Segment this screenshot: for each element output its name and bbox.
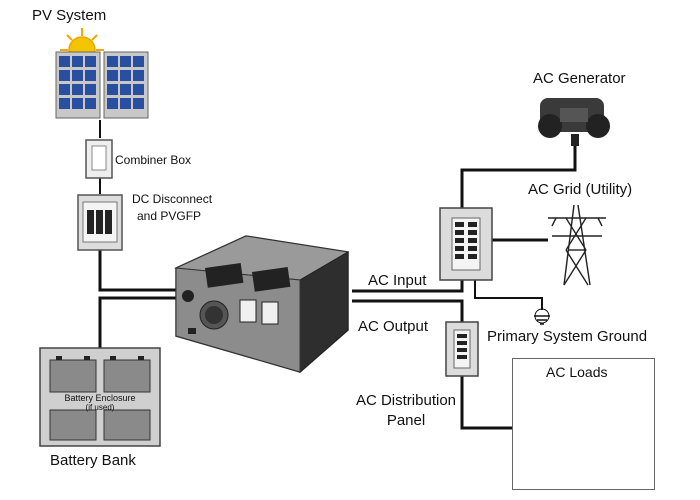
- battery-enclosure-label-2: (if used): [85, 403, 115, 412]
- combiner-box-label: Combiner Box: [115, 153, 192, 167]
- ac-output-label: AC Output: [358, 318, 429, 335]
- dc-disconnect-label-2: and PVGFP: [137, 209, 202, 223]
- wires: [98, 120, 577, 430]
- dc-disconnect-label-1: DC Disconnect: [132, 192, 213, 206]
- ac-input-label: AC Input: [368, 272, 427, 289]
- ac-generator-label: AC Generator: [533, 70, 626, 87]
- ac-loads-box: [512, 358, 655, 490]
- ac-loads-label: AC Loads: [546, 364, 608, 380]
- ac-distribution-label-2: Panel: [386, 412, 426, 429]
- battery-bank-label: Battery Bank: [50, 452, 136, 469]
- battery-icon: [39, 347, 161, 447]
- battery-enclosure-label-1: Battery Enclosure: [64, 393, 136, 403]
- solar-panel-icon: [55, 51, 149, 119]
- pv-system-label: PV System: [32, 7, 107, 24]
- ac-grid-label: AC Grid (Utility): [528, 181, 633, 198]
- inverter-icon: [174, 235, 350, 374]
- generator-icon: [538, 98, 610, 146]
- distribution-panel-icon: [445, 321, 479, 377]
- ac-distribution-label-1: AC Distribution: [355, 392, 457, 409]
- dc-disconnect-icon: [77, 194, 123, 251]
- primary-ground-label: Primary System Ground: [487, 328, 648, 345]
- ground-symbol-icon: [534, 308, 550, 325]
- breaker-panel-icon: [439, 207, 493, 281]
- transmission-tower-icon: [548, 204, 606, 286]
- combiner-box-icon: [85, 139, 113, 179]
